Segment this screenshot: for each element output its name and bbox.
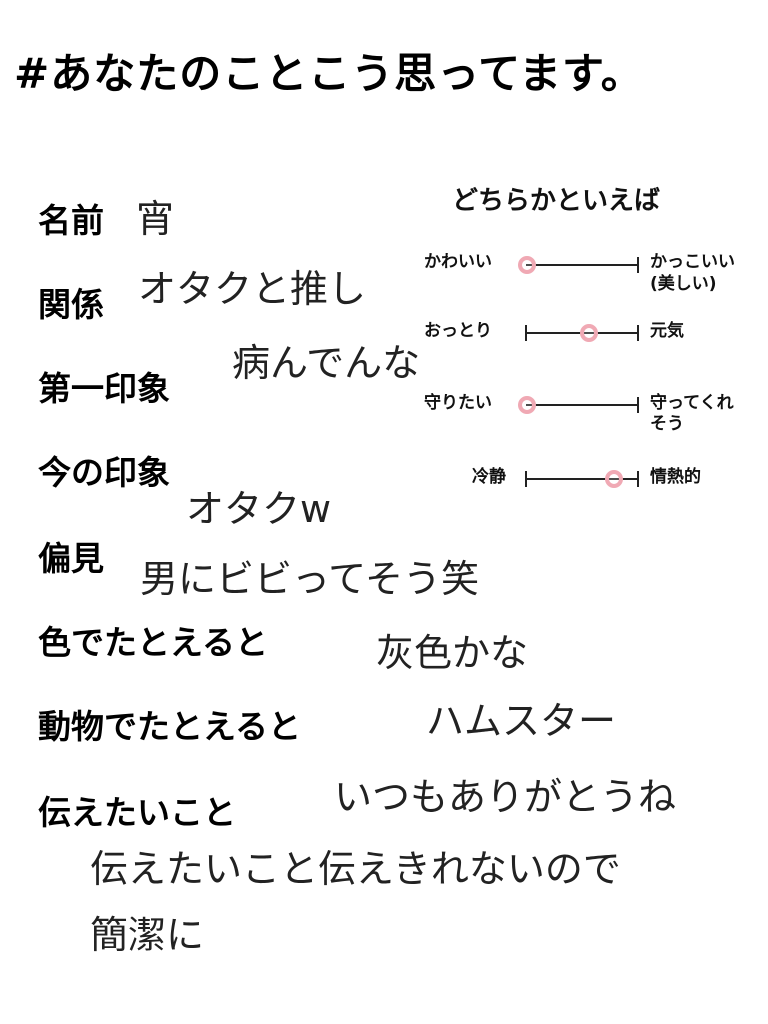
value-current-impression: オタクw <box>186 487 332 531</box>
value-message: いつもありがとうね <box>334 775 677 819</box>
label-current-impression: 今の印象 <box>38 453 170 492</box>
value-animal: ハムスター <box>426 699 617 743</box>
scale-left-label: 守りたい <box>424 393 492 413</box>
label-relation: 関係 <box>38 285 104 324</box>
scale-right-label-sub: そう <box>650 414 684 434</box>
message-line-2: 簡潔に <box>90 913 205 957</box>
message-line-1: 伝えたいこと伝えきれないので <box>90 847 621 891</box>
label-message: 伝えたいこと <box>38 793 236 832</box>
scale-left-label: 冷静 <box>472 467 506 487</box>
label-name: 名前 <box>38 201 104 240</box>
scale-line <box>526 478 638 480</box>
value-relation: オタクと推し <box>138 267 367 311</box>
scale-heading: どちらかといえば <box>452 186 661 216</box>
scale-end-cap <box>637 397 639 413</box>
scale-marker <box>518 396 536 414</box>
scale-marker <box>518 256 536 274</box>
scale-right-label: かっこいい <box>650 252 735 272</box>
value-bias: 男にビビってそう笑 <box>140 557 479 601</box>
value-first-impression: 病んでんな <box>232 341 421 385</box>
scale-left-label: かわいい <box>424 252 492 272</box>
scale-line <box>526 404 638 406</box>
scale-right-label-sub: (美しい) <box>650 274 717 294</box>
scale-right-label: 情熱的 <box>650 467 701 487</box>
scale-left-label: おっとり <box>424 321 492 341</box>
scale-end-cap <box>637 257 639 273</box>
label-first-impression: 第一印象 <box>38 369 170 408</box>
page-title: #あなたのことこう思ってます。 <box>14 49 644 98</box>
scale-marker <box>605 470 624 488</box>
scale-right-label: 元気 <box>650 321 684 341</box>
label-bias: 偏見 <box>38 539 104 578</box>
label-animal: 動物でたとえると <box>38 707 302 746</box>
scale-marker <box>579 324 598 342</box>
scale-end-cap <box>637 471 639 487</box>
scale-right-label: 守ってくれ <box>650 393 734 413</box>
scale-end-cap <box>637 325 639 341</box>
value-color: 灰色かな <box>376 631 529 675</box>
value-name: 宵 <box>136 197 175 241</box>
scale-line <box>526 264 638 266</box>
label-color: 色でたとえると <box>38 623 269 662</box>
